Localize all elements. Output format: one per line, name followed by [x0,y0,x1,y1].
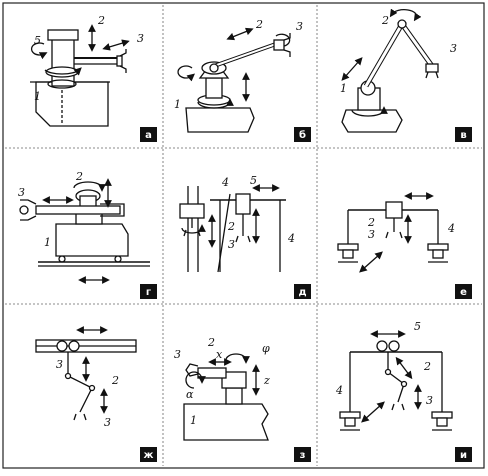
label-v-1: 1 [340,82,347,95]
label-z-1: 1 [190,414,197,427]
caption-v: в [460,130,466,141]
label-d-2: 2 [227,220,235,233]
panel-i [339,330,453,431]
outer-frame [2,2,485,469]
label-e-3: 3 [368,228,375,241]
label-zh-2: 2 [111,374,119,387]
caption-z: з [300,450,306,461]
label-z-x: x [216,348,223,361]
label-a-5: 5 [34,34,41,47]
label-i-4: 4 [335,384,343,397]
panel-g [19,178,150,284]
caption-e: е [460,287,467,298]
label-d-4b: 4 [287,232,295,245]
caption-badge-a [140,127,157,142]
caption-zh: ж [144,450,154,461]
label-i-3: 3 [426,394,433,407]
caption-i: и [460,450,467,461]
caption-badge-v [455,127,472,142]
panel-e [337,192,449,273]
caption-badge-d [294,284,311,299]
label-a-1: 1 [34,90,41,103]
label-zh-3: 3 [56,358,63,371]
caption-d: д [298,287,306,298]
label-z-3: 3 [174,348,181,361]
caption-b: б [299,129,306,141]
caption-badge-z [294,447,311,462]
label-zh-3b: 3 [104,416,111,429]
label-z-2: 2 [207,336,215,349]
panel-v [341,8,439,133]
caption-badge-e [455,284,472,299]
caption-badge-b [294,127,311,142]
label-d-5: 5 [250,174,257,187]
label-v-2: 2 [381,14,389,27]
label-i-5: 5 [414,320,421,333]
label-z-z: z [263,374,270,387]
panel-b [177,27,291,133]
label-e-4: 4 [447,222,455,235]
caption-a: а [145,130,152,141]
label-d-4a: 4 [221,176,229,189]
label-b-1: 1 [174,98,181,111]
label-a-2: 2 [97,14,105,27]
label-g-2: 2 [75,170,83,183]
label-d-3: 3 [228,238,235,251]
label-z-phi: φ [262,342,270,355]
label-b-3: 3 [296,20,303,33]
caption-badge-g [140,284,157,299]
panel-grid [5,5,482,466]
label-a-3: 3 [137,32,144,45]
label-g-1: 1 [44,236,51,249]
label-b-2: 2 [255,18,263,31]
caption-badge-zh [140,447,157,462]
caption-g: г [146,287,151,298]
label-z-alpha: α [186,388,194,401]
label-e-2: 2 [367,216,375,229]
panel-z [183,353,269,441]
label-g-3: 3 [18,186,25,199]
label-v-3: 3 [450,42,457,55]
caption-badge-i [455,447,472,462]
panel-d [179,184,286,273]
label-i-2: 2 [423,360,431,373]
panel-zh [35,326,137,421]
panel-a [30,24,130,127]
